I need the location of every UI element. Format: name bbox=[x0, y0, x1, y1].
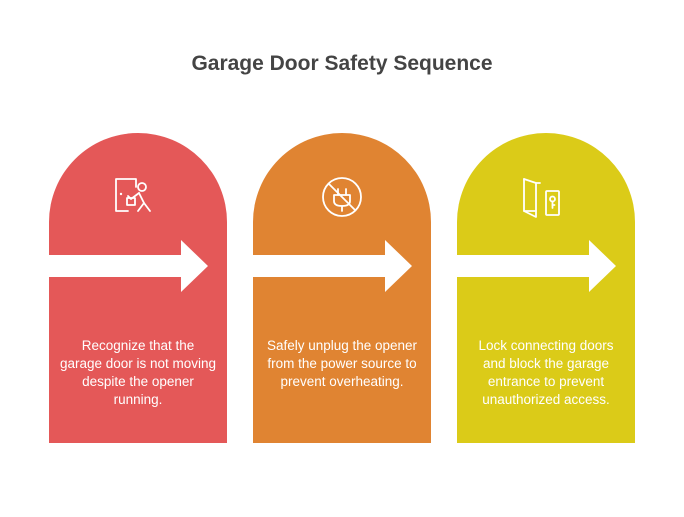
step-card-recognize: Recognize that the garage door is not mo… bbox=[49, 133, 227, 443]
step-description: Recognize that the garage door is not mo… bbox=[59, 338, 217, 407]
flow-arrow bbox=[457, 240, 616, 292]
door-lock-icon bbox=[516, 173, 576, 233]
diagram-title: Garage Door Safety Sequence bbox=[191, 52, 493, 75]
flow-arrow bbox=[253, 240, 412, 292]
step-card-lock: Lock connecting doors and block the gara… bbox=[457, 133, 635, 443]
person-pushing-door-icon bbox=[108, 173, 168, 233]
step-card-unplug: Safely unplug the opener from the power … bbox=[253, 133, 431, 443]
step-description: Safely unplug the opener from the power … bbox=[266, 338, 418, 389]
no-plug-icon bbox=[312, 173, 372, 233]
step-description: Lock connecting doors and block the gara… bbox=[478, 338, 614, 407]
flow-arrow bbox=[49, 240, 208, 292]
